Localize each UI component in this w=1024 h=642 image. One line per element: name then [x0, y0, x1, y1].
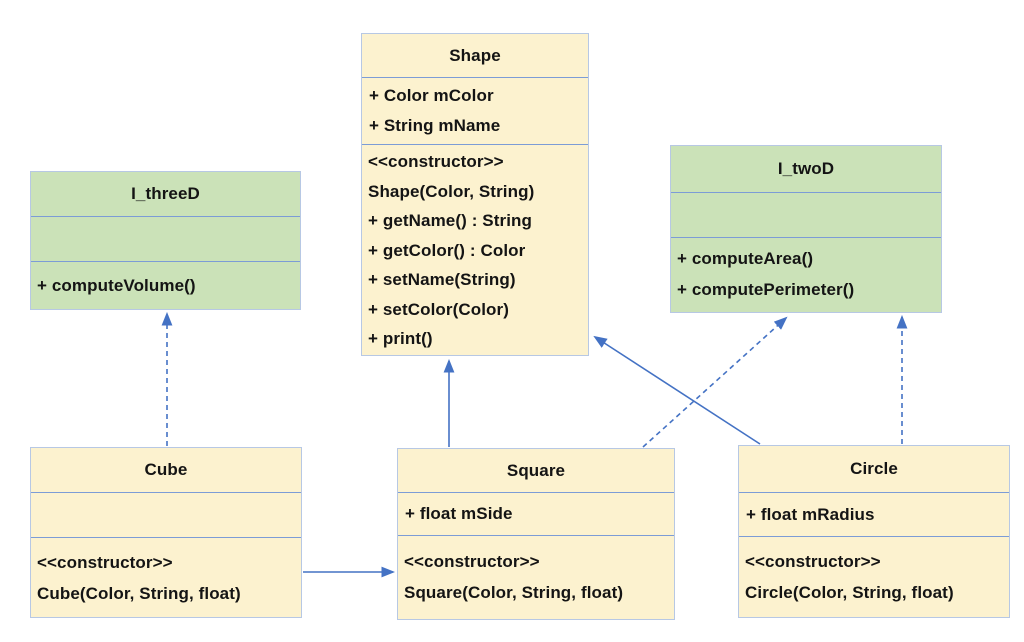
method: <<constructor>> — [745, 552, 881, 571]
class-title-cube: Cube — [144, 460, 188, 479]
class-box-shape: Shape + Color mColor + String mName <<co… — [361, 33, 589, 356]
class-box-cube: Cube <<constructor>> Cube(Color, String,… — [30, 447, 302, 618]
attributes-section-i-threed-empty — [31, 216, 300, 261]
class-title-shape: Shape — [449, 45, 501, 65]
method: + print() — [368, 329, 433, 348]
attributes-section-shape: + Color mColor + String mName — [362, 77, 588, 144]
method: <<constructor>> — [368, 152, 504, 171]
method: + setName(String) — [368, 270, 516, 289]
methods-section-cube: <<constructor>> Cube(Color, String, floa… — [31, 537, 301, 617]
method: + computeVolume() — [37, 275, 196, 295]
method: Cube(Color, String, float) — [37, 584, 241, 603]
methods-section-shape: <<constructor>> Shape(Color, String) + g… — [362, 144, 588, 355]
attributes-section-square: + float mSide — [398, 492, 674, 535]
interface-title-i-threed: I_threeD — [131, 184, 200, 203]
attribute: + String mName — [369, 116, 501, 135]
interface-box-i-threed: I_threeD + computeVolume() — [30, 171, 301, 310]
method: + getName() : String — [368, 211, 532, 230]
methods-section-i-twod: + computeArea() + computePerimeter() — [671, 237, 941, 312]
methods-section-i-threed: + computeVolume() — [31, 261, 300, 309]
attribute: + float mSide — [405, 504, 513, 523]
attributes-section-cube-empty — [31, 492, 301, 537]
method: Circle(Color, String, float) — [745, 583, 954, 602]
method: + computePerimeter() — [677, 280, 855, 299]
generalization-arrow-circle-to-shape — [593, 335, 761, 445]
method: Square(Color, String, float) — [404, 583, 624, 602]
class-title-square: Square — [506, 460, 566, 480]
class-box-circle: Circle + float mRadius <<constructor>> C… — [738, 445, 1010, 618]
method: <<constructor>> — [37, 553, 173, 572]
attribute: + float mRadius — [746, 504, 875, 524]
method: <<constructor>> — [404, 552, 540, 571]
methods-section-circle: <<constructor>> Circle(Color, String, fl… — [739, 536, 1009, 617]
attributes-section-i-twod-empty — [671, 192, 941, 237]
class-title-circle: Circle — [850, 459, 898, 478]
interface-box-i-twod: I_twoD + computeArea() + computePerimete… — [670, 145, 942, 313]
methods-section-square: <<constructor>> Square(Color, String, fl… — [398, 535, 674, 619]
method: Shape(Color, String) — [368, 181, 535, 201]
interface-title-i-twod: I_twoD — [777, 159, 835, 178]
attribute: + Color mColor — [369, 86, 494, 105]
attributes-section-circle: + float mRadius — [739, 492, 1009, 536]
class-box-square: Square + float mSide <<constructor>> Squ… — [397, 448, 675, 620]
method: + setColor(Color) — [368, 299, 510, 319]
method: + getColor() : Color — [368, 240, 526, 260]
method: + computeArea() — [677, 249, 814, 268]
